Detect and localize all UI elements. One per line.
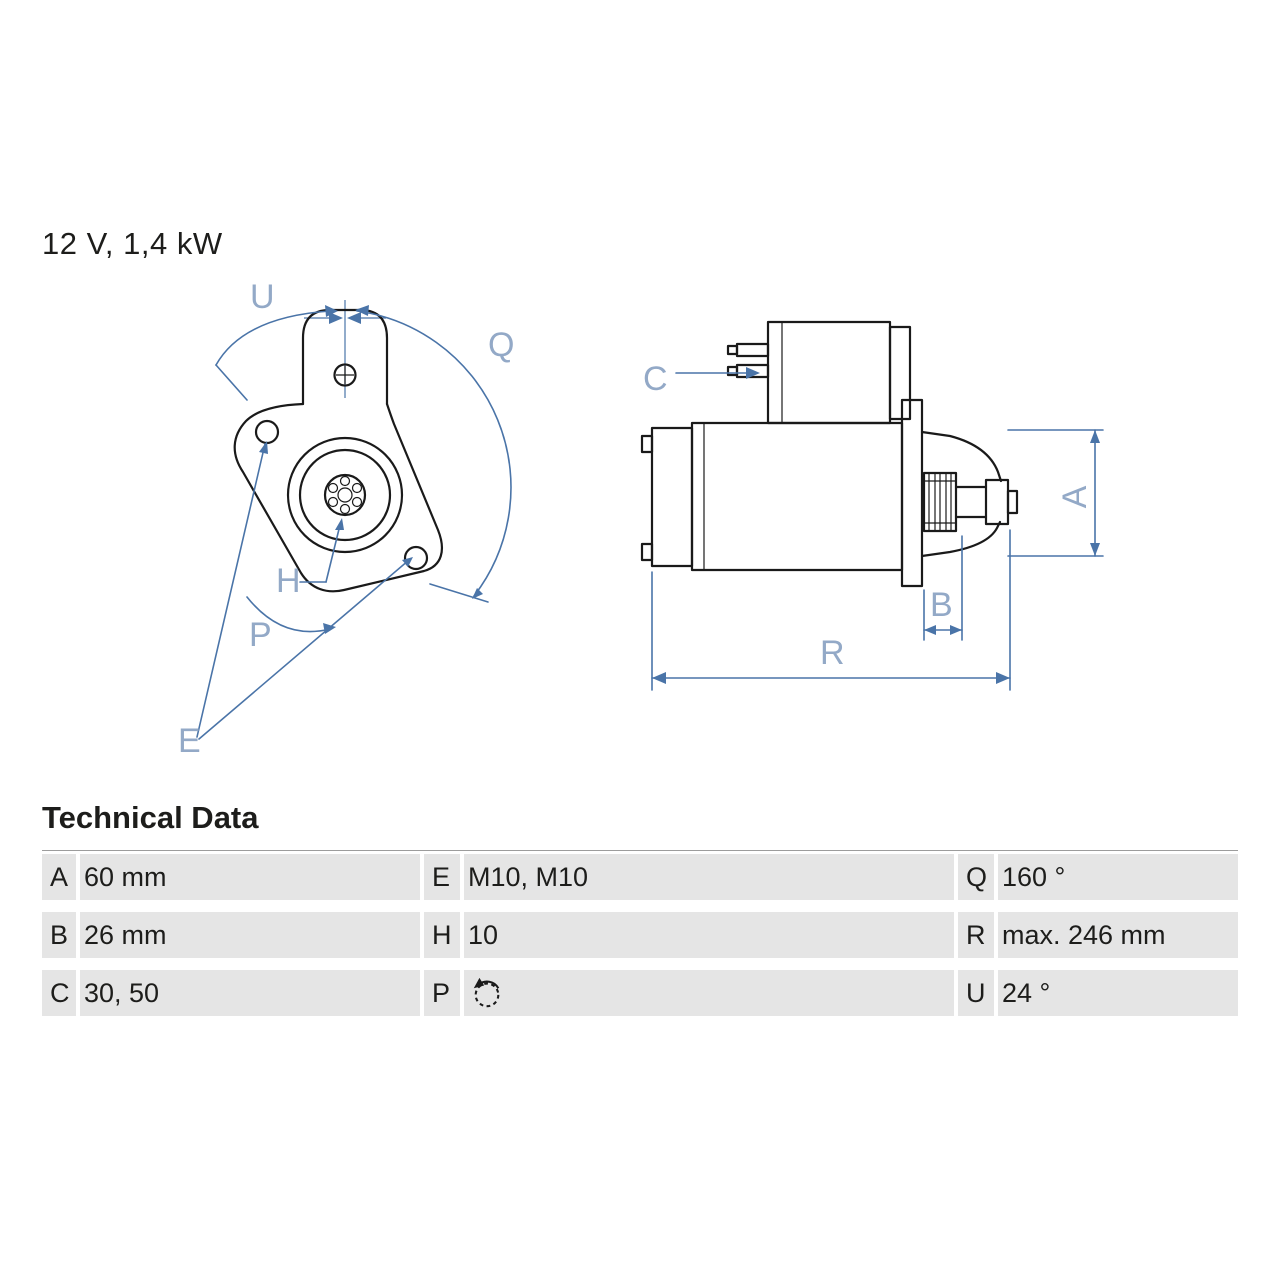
dim-label-u: U (250, 278, 275, 316)
pilot-tab (301, 308, 389, 406)
mounting-hole-lower (403, 545, 429, 571)
engineering-drawing: U Q H P (178, 278, 1104, 760)
spec-key-p: P (424, 970, 460, 1016)
drive-end (900, 398, 1019, 588)
dimension-e: E (178, 441, 413, 760)
dimension-u: U (215, 278, 338, 401)
technical-data-title: Technical Data (42, 800, 259, 835)
dim-label-h: H (276, 562, 301, 600)
end-bracket (640, 426, 694, 568)
spec-value-b: 26 mm (80, 912, 420, 958)
dim-label-p: P (249, 616, 272, 654)
dimension-h: H (276, 518, 344, 600)
rotation-ccw-icon (473, 977, 500, 1008)
spec-key-r: R (958, 912, 994, 958)
dimension-b: B (923, 535, 963, 641)
technical-data-section: Technical Data A 60 mm E M10, M10 Q 160 … (42, 800, 1238, 1016)
spec-value-e: M10, M10 (464, 854, 954, 900)
spec-key-e: E (424, 854, 460, 900)
dimension-r: R (651, 529, 1011, 691)
dim-label-r: R (820, 634, 845, 672)
spec-value-r: max. 246 mm (998, 912, 1238, 958)
dimension-c: C (643, 360, 760, 398)
spec-value-h: 10 (464, 912, 954, 958)
dim-label-a: A (1056, 485, 1094, 508)
spec-value-q: 160 ° (998, 854, 1238, 900)
spec-value-p (464, 970, 954, 1016)
front-view-drawing: U Q H P (178, 278, 514, 760)
spec-value-u: 24 ° (998, 970, 1238, 1016)
dim-label-b: B (930, 586, 953, 624)
dimension-a: A (1007, 429, 1104, 557)
spec-key-h: H (424, 912, 460, 958)
spec-value-c: 30, 50 (80, 970, 420, 1016)
spec-key-b: B (42, 912, 76, 958)
dim-label-c: C (643, 360, 668, 398)
solenoid (726, 320, 912, 425)
dim-label-e: E (178, 722, 201, 760)
motor-body (690, 421, 904, 572)
spec-key-u: U (958, 970, 994, 1016)
dimension-q: Q (355, 305, 514, 603)
bearing-circles (286, 436, 404, 554)
voltage-power-label: 12 V, 1,4 kW (42, 226, 223, 261)
spec-key-q: Q (958, 854, 994, 900)
spec-key-a: A (42, 854, 76, 900)
spec-key-c: C (42, 970, 76, 1016)
mounting-hole-upper (254, 419, 280, 445)
dimension-p: P (246, 596, 336, 654)
dim-label-q: Q (488, 326, 514, 364)
side-view-drawing: C A B (640, 320, 1104, 691)
spec-value-a: 60 mm (80, 854, 420, 900)
technical-data-table: A 60 mm E M10, M10 Q 160 ° B 26 mm H 10 … (42, 850, 1238, 1016)
pinion-gear (922, 471, 958, 533)
terminal-30 (735, 342, 770, 358)
